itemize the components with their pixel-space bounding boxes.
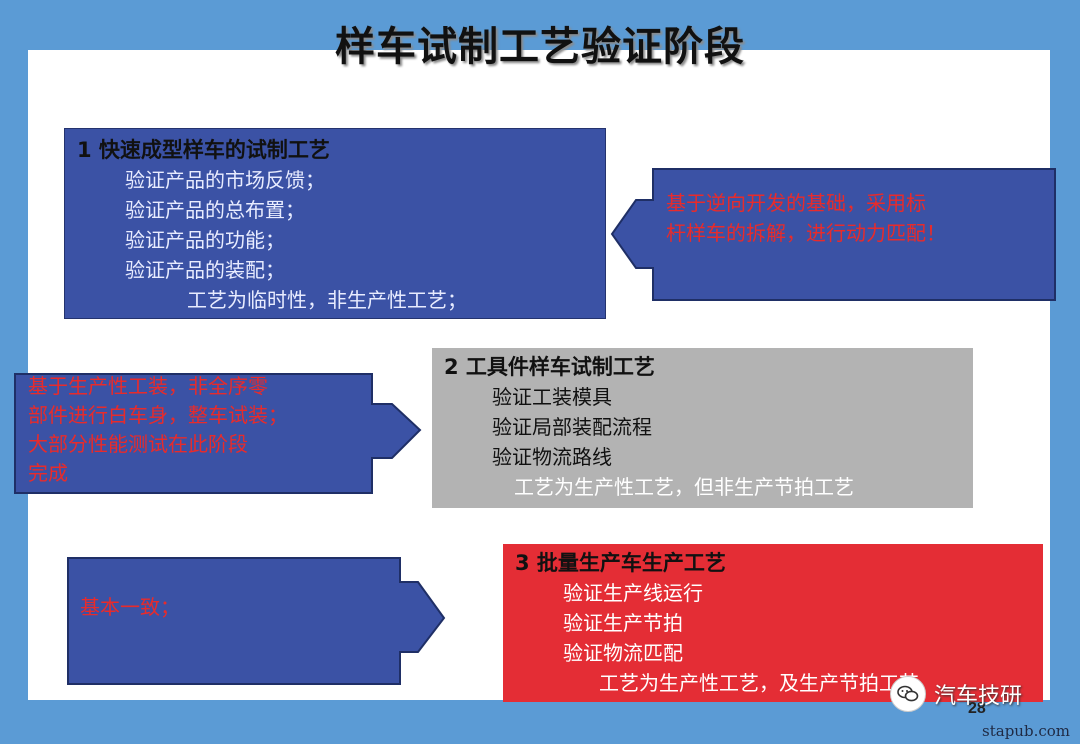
stage3-box: 3 批量生产车生产工艺 验证生产线运行 验证生产节拍 验证物流匹配 工艺为生产性… bbox=[503, 544, 1043, 702]
stage2-note: 基于生产性工装，非全序零 部件进行白车身，整车试装； 大部分性能测试在此阶段 完… bbox=[28, 372, 288, 488]
page-number: 28 bbox=[968, 700, 986, 717]
stage3-heading: 3 批量生产车生产工艺 bbox=[515, 551, 726, 575]
stage2-note-line: 部件进行白车身，整车试装； bbox=[28, 403, 288, 427]
slide-title: 样车试制工艺验证阶段 bbox=[335, 24, 745, 70]
stage3-item: 验证生产节拍 bbox=[563, 611, 683, 635]
stage2-item: 验证物流路线 bbox=[492, 445, 612, 469]
stage1-note-line: 杆样车的拆解，进行动力匹配！ bbox=[666, 221, 946, 245]
stage1-item: 验证产品的总布置； bbox=[125, 198, 305, 222]
stage2-item: 验证工装模具 bbox=[492, 385, 612, 409]
stage2-heading: 2 工具件样车试制工艺 bbox=[444, 355, 655, 379]
site-watermark: stapub.com bbox=[982, 722, 1070, 740]
stage2-box: 2 工具件样车试制工艺 验证工装模具 验证局部装配流程 验证物流路线 工艺为生产… bbox=[432, 348, 973, 508]
stage1-box: 1 快速成型样车的试制工艺 验证产品的市场反馈； 验证产品的总布置； 验证产品的… bbox=[64, 128, 606, 319]
stage1-note-line: 基于逆向开发的基础，采用标 bbox=[666, 191, 926, 215]
stage2-note-line: 基于生产性工装，非全序零 bbox=[28, 374, 268, 398]
stage1-heading: 1 快速成型样车的试制工艺 bbox=[77, 138, 330, 162]
stage1-note: 基于逆向开发的基础，采用标 杆样车的拆解，进行动力匹配！ bbox=[666, 188, 946, 248]
stage1-summary: 工艺为临时性，非生产性工艺； bbox=[187, 288, 467, 312]
stage3-note: 基本一致； bbox=[80, 592, 180, 622]
wechat-icon bbox=[890, 676, 926, 712]
stage3-note-line: 基本一致； bbox=[80, 595, 180, 619]
stage2-item: 验证局部装配流程 bbox=[492, 415, 652, 439]
stage3-item: 验证物流匹配 bbox=[563, 641, 683, 665]
stage2-summary: 工艺为生产性工艺，但非生产节拍工艺 bbox=[514, 475, 854, 499]
stage1-item: 验证产品的市场反馈； bbox=[125, 168, 325, 192]
stage1-item: 验证产品的装配； bbox=[125, 258, 285, 282]
stage2-note-line: 完成 bbox=[28, 461, 68, 485]
watermark-text: 汽车技研 bbox=[934, 684, 1023, 709]
watermark: 汽车技研 bbox=[890, 676, 1022, 712]
stage1-item: 验证产品的功能； bbox=[125, 228, 285, 252]
stage2-note-line: 大部分性能测试在此阶段 bbox=[28, 432, 248, 456]
stage3-summary: 工艺为生产性工艺，及生产节拍工艺 bbox=[599, 671, 919, 695]
stage3-item: 验证生产线运行 bbox=[563, 581, 703, 605]
